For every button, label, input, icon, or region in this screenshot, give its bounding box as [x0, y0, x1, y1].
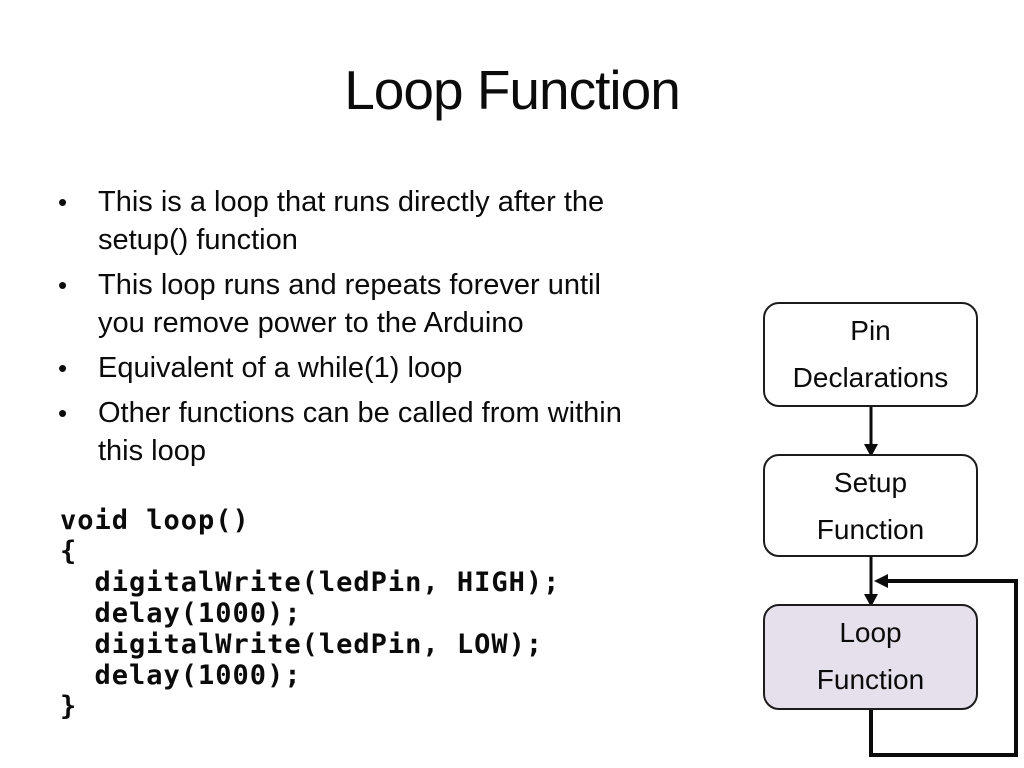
code-line: void loop() [60, 505, 250, 536]
bullet-text-line: Other functions can be called from withi… [98, 397, 622, 429]
bullet-text: This is a loop that runs directly after … [98, 183, 758, 259]
bullet-item: • This is a loop that runs directly afte… [58, 183, 758, 259]
bullet-text: This loop runs and repeats forever until… [98, 266, 758, 342]
bullet-item: • This loop runs and repeats forever unt… [58, 266, 758, 342]
node-label-line: Pin [850, 315, 891, 346]
bullet-marker: • [58, 187, 68, 217]
bullet-text-line: you remove power to the Arduino [98, 307, 524, 339]
code-line: { [60, 536, 78, 567]
node-label-line: Declarations [792, 362, 949, 393]
bullet-text-line: Equivalent of a while(1) loop [98, 352, 463, 384]
bullet-marker: • [58, 270, 68, 300]
code-line: digitalWrite(ledPin, HIGH); [60, 567, 561, 598]
bullet-marker: • [58, 398, 68, 428]
bullet-text: Other functions can be called from withi… [98, 394, 758, 470]
node-label-line: Function [816, 664, 925, 695]
bullet-item: • Equivalent of a while(1) loop [58, 349, 758, 387]
bullet-list: • This is a loop that runs directly afte… [58, 183, 758, 477]
code-line: digitalWrite(ledPin, LOW); [60, 629, 544, 660]
bullet-text-line: This loop runs and repeats forever until [98, 269, 601, 301]
flowchart-node-setup-function: Setup Function [763, 454, 978, 557]
node-label-line: Setup [833, 467, 908, 498]
node-label-line: Function [816, 514, 925, 545]
bullet-text-line: This is a loop that runs directly after … [98, 186, 605, 218]
flowchart-node-pin-declarations: Pin Declarations [763, 302, 978, 407]
bullet-text-line: setup() function [98, 224, 298, 256]
slide-title: Loop Function [344, 59, 681, 121]
arrowhead-left-icon [874, 574, 888, 588]
code-line: delay(1000); [60, 598, 302, 629]
flowchart-node-loop-function: Loop Function [763, 604, 978, 710]
bullet-text: Equivalent of a while(1) loop [98, 349, 758, 387]
bullet-text-line: this loop [98, 435, 207, 467]
code-line: delay(1000); [60, 660, 302, 691]
bullet-item: • Other functions can be called from wit… [58, 394, 758, 470]
code-line: } [60, 691, 78, 722]
bullet-marker: • [58, 353, 68, 383]
node-label-line: Loop [839, 617, 902, 648]
code-block: void loop() { digitalWrite(ledPin, HIGH)… [60, 505, 560, 722]
